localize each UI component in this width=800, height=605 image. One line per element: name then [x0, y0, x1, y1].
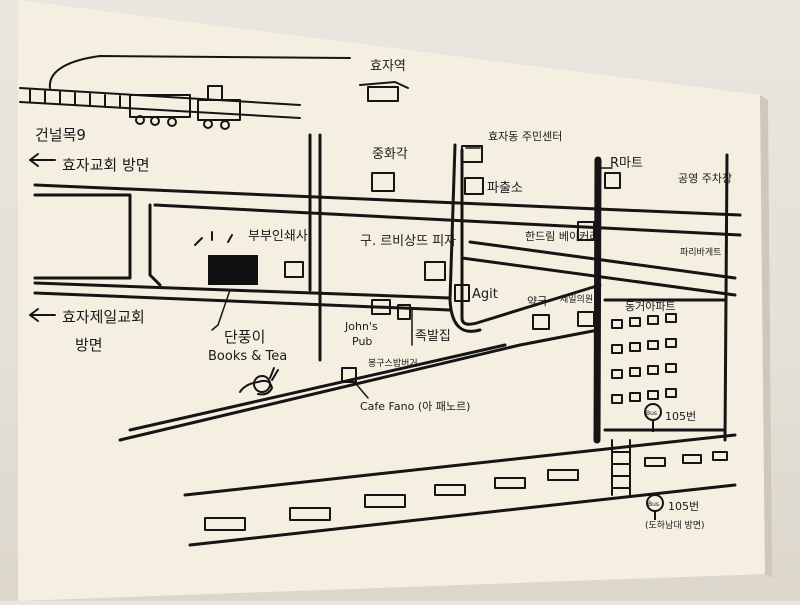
bus-stop-icon-2 — [646, 494, 664, 520]
label-jungwhagak: 중화각 — [372, 147, 408, 162]
label-hyoja-jeil-church-2: 방면 — [75, 336, 103, 354]
label-hyoja-jeil-church: 효자제일교회 — [62, 308, 145, 326]
label-police-box: 파출소 — [487, 181, 523, 196]
leader-lines — [211, 147, 613, 399]
bonggu-building — [397, 304, 411, 320]
highlight-marks — [194, 231, 233, 246]
station-icon — [359, 81, 409, 102]
community-center-building — [461, 145, 483, 163]
label-r-mart: R마트 — [610, 156, 643, 171]
label-hyoja-church: 효자교회 방면 — [62, 156, 150, 174]
label-bonggu: 봉구스밥버거 — [368, 358, 418, 369]
label-bus-direction-note: (도하남대 방면) — [645, 520, 705, 531]
label-bus-sign: Bus — [646, 410, 657, 417]
label-dunggeoni: 단풍이 — [224, 328, 265, 346]
arrow-left-icon — [29, 153, 56, 167]
crosswalk — [611, 439, 631, 496]
label-geonneolmok: 건널목9 — [35, 126, 86, 144]
label-johns-pub-1: John's — [344, 320, 378, 333]
police-box-building — [464, 177, 484, 195]
apartment-building — [611, 313, 677, 404]
label-johns-pub-2: Pub — [352, 335, 372, 348]
cafe-building — [341, 367, 357, 383]
r-mart-building — [604, 172, 621, 189]
label-books-and-tea: Books & Tea — [208, 349, 287, 364]
label-hyoja-station: 효자역 — [370, 59, 406, 74]
agit-building — [454, 284, 470, 302]
pub-building — [371, 299, 391, 315]
label-agit: Agit — [472, 287, 498, 302]
label-public-parking: 공영 주차장 — [678, 172, 732, 185]
clinic-building — [577, 311, 595, 327]
roads — [33, 133, 742, 444]
dunggeoni-building — [208, 255, 258, 285]
label-bus-105: 105번 — [665, 410, 696, 423]
bubu-building — [284, 261, 304, 278]
label-cafe-fano: Cafe Fano (아 패노르) — [360, 400, 470, 413]
label-chokbal: 족발집 — [415, 329, 451, 344]
label-community-center: 효자동 주민센터 — [488, 130, 562, 143]
label-ravisant-pizza: 구. 르비상뜨 피자 — [360, 234, 456, 249]
railway — [19, 55, 351, 119]
label-pharmacy: 약국 — [527, 294, 547, 308]
arrow-left-icon-2 — [29, 308, 56, 322]
label-jeil-clinic: 제일의원 — [560, 294, 593, 305]
jungwhagak-building — [371, 172, 395, 192]
snail-icon — [239, 367, 279, 396]
main-road — [183, 433, 737, 547]
label-handeul-bakery: 한드림 베이커리 — [525, 230, 599, 243]
label-apartment: 동거아파트 — [625, 300, 676, 313]
train-icon — [129, 85, 241, 130]
lane-dashes — [204, 451, 728, 531]
label-paris-baguette: 파리바게트 — [680, 247, 721, 258]
label-bus-105-direction: 105번 — [668, 500, 699, 513]
bakery-building — [577, 221, 595, 241]
label-bus-sign-2: Bus — [648, 501, 659, 508]
paper-shadow — [760, 95, 772, 578]
bus-stop-icon — [644, 403, 662, 432]
pharmacy-building — [532, 314, 550, 330]
pizza-building — [424, 261, 446, 281]
label-bubu: 부부인쇄사 — [248, 229, 308, 244]
